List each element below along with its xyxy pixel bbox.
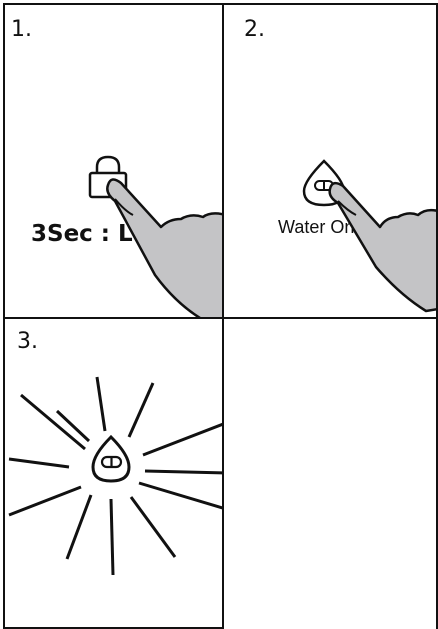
step-3-panel: 3. xyxy=(3,317,224,629)
step-3-illustration xyxy=(5,319,224,629)
step-2-panel: 2. Water On xyxy=(222,3,438,319)
step-1-illustration: 3Sec : Lock xyxy=(5,5,224,319)
water-drop-icon xyxy=(93,437,129,481)
pointing-finger-icon xyxy=(107,179,224,319)
pointing-finger-icon xyxy=(330,183,438,311)
step-2-illustration: Water On xyxy=(222,5,438,319)
water-on-label: Water On xyxy=(278,217,354,237)
empty-panel xyxy=(222,317,438,629)
step-1-panel: 1. 3Sec : Lock xyxy=(3,3,224,319)
